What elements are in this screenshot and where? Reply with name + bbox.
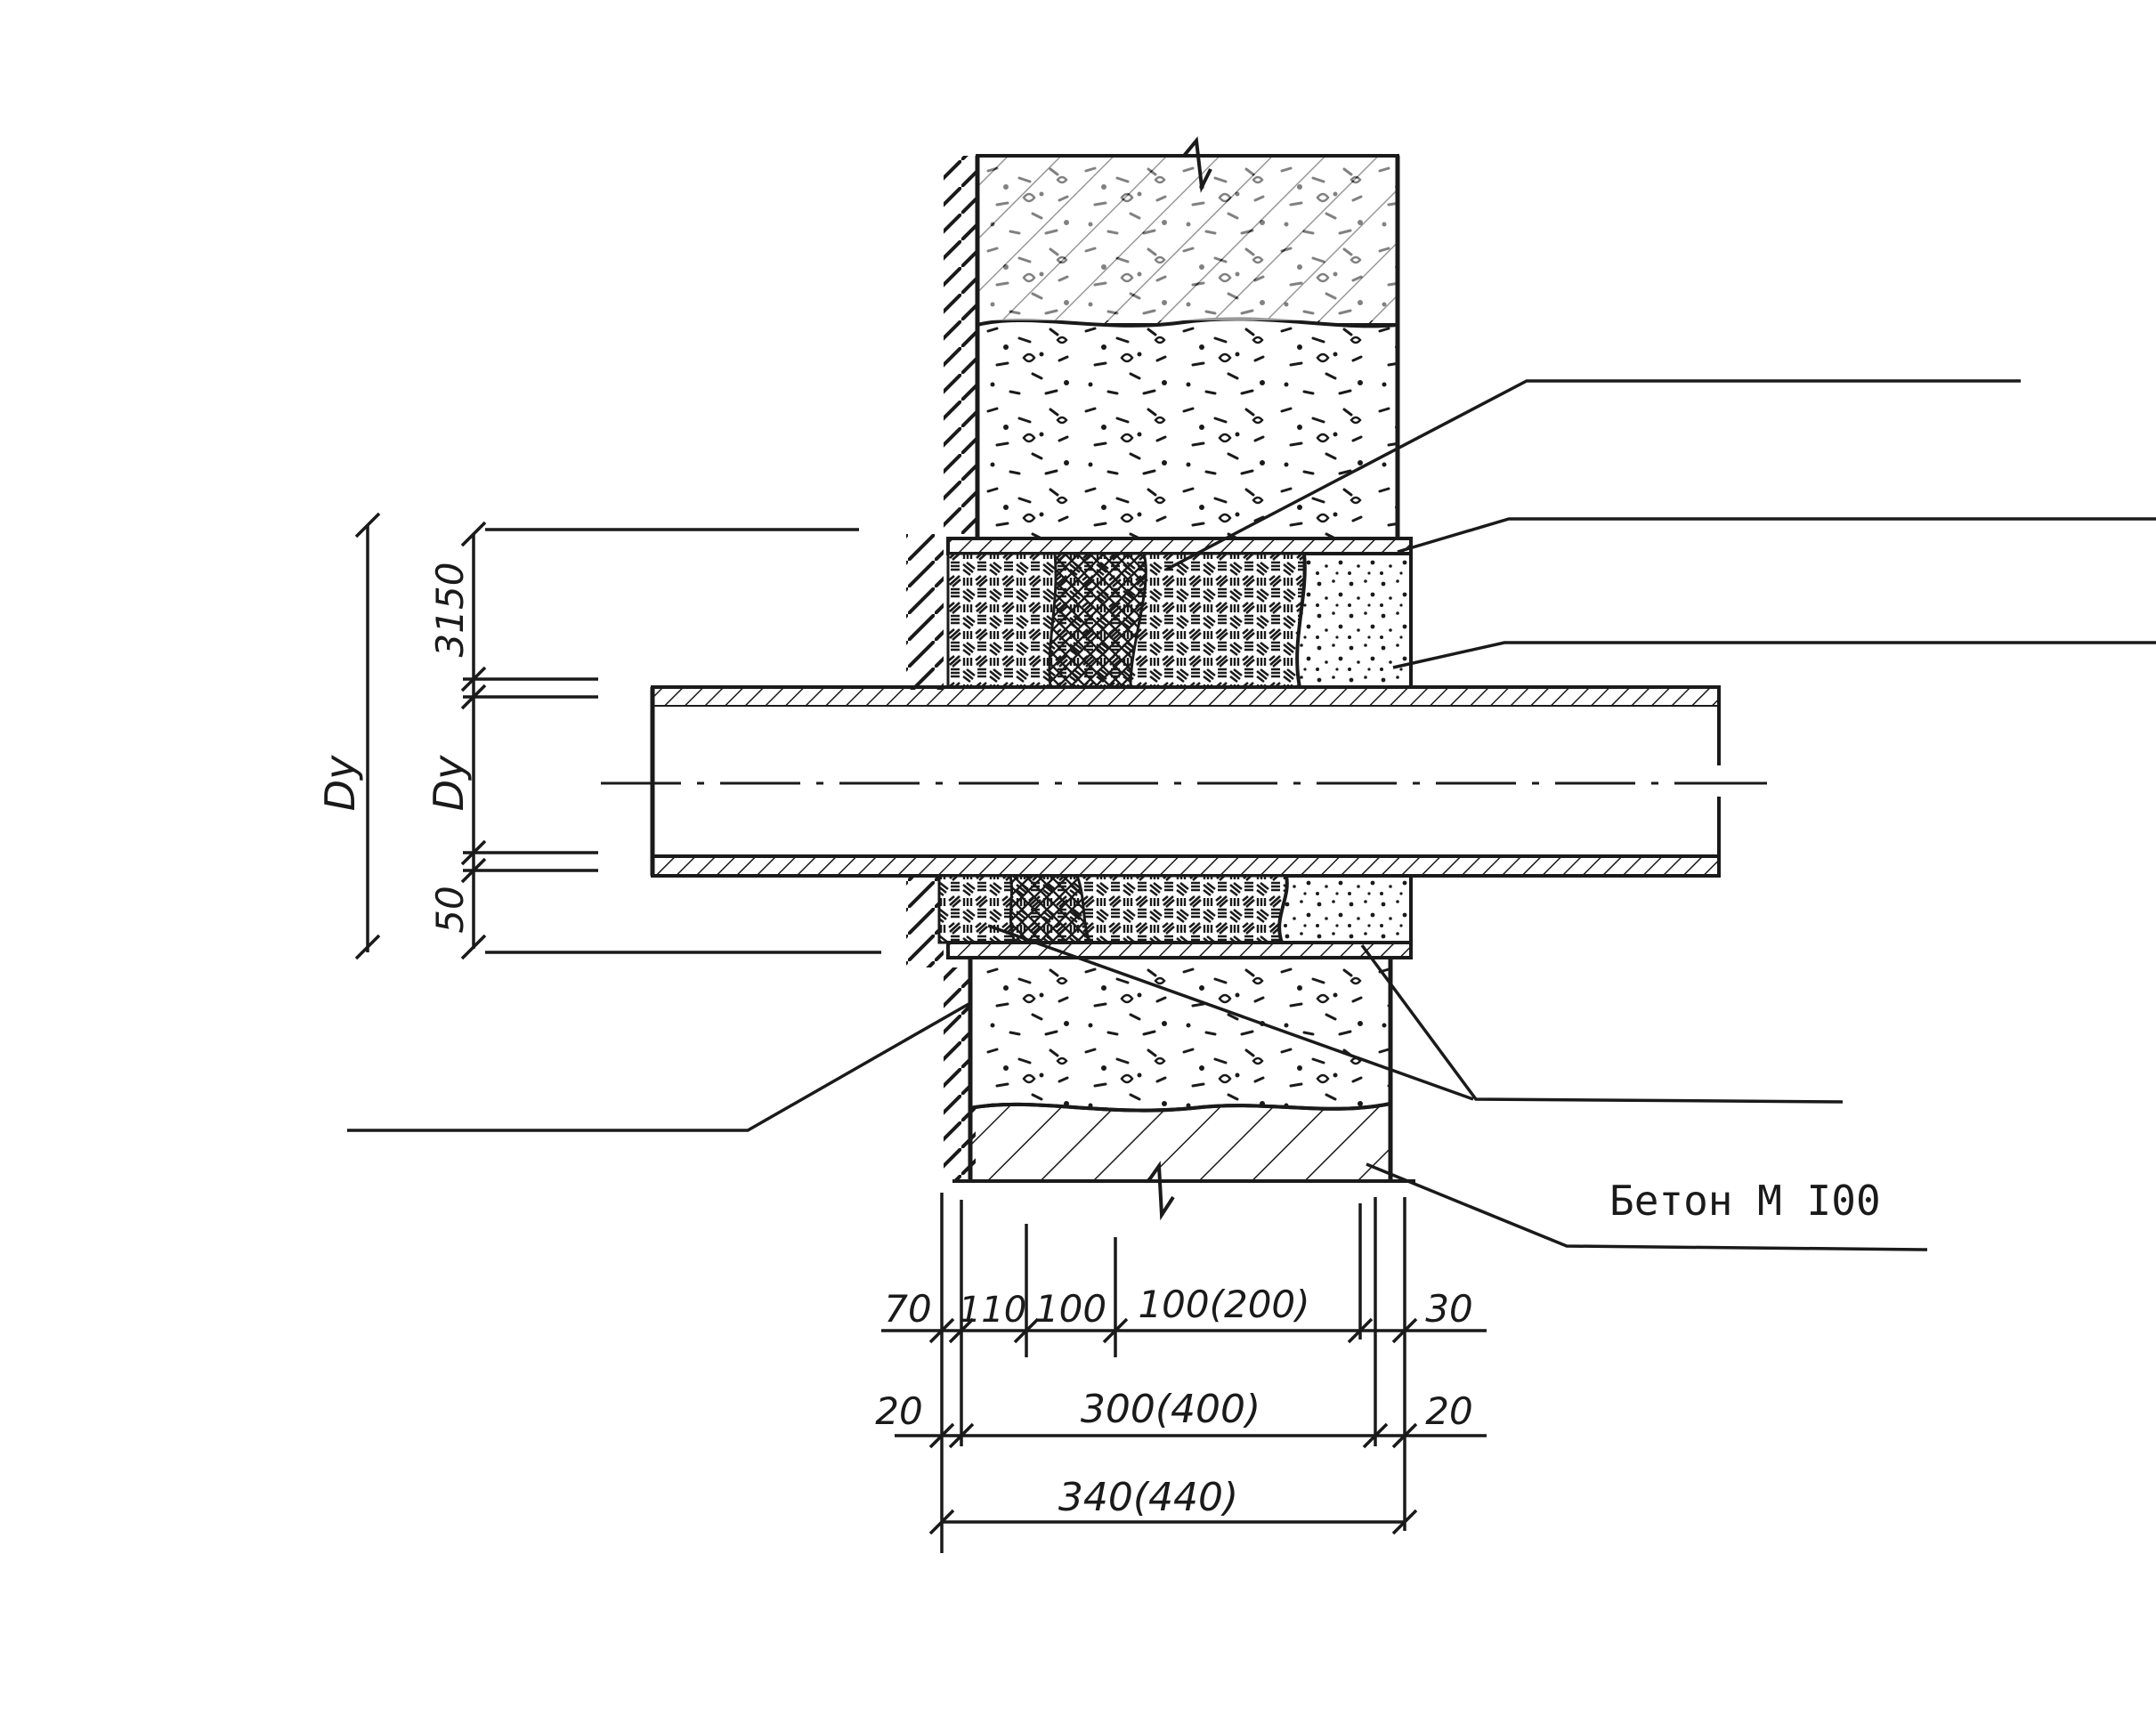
lower-hatched-layer — [969, 1101, 1392, 1183]
upper-hatched-overlay — [977, 156, 1398, 320]
packing-tarred-rope-lower — [1009, 874, 1093, 944]
leader-5a — [987, 924, 1474, 1101]
leader-6 — [1366, 1162, 1928, 1251]
packing-mortar-lower — [1277, 874, 1413, 944]
pipe-wall-top — [651, 685, 1721, 708]
leader-4 — [347, 1001, 971, 1132]
dim-row1-c: 100 — [1035, 1287, 1106, 1331]
leader-5b — [1360, 943, 1844, 1104]
wall-lower — [952, 956, 1415, 1221]
packing-upper — [946, 537, 1413, 689]
dim-pipe-diameter: Dy — [425, 755, 473, 811]
pipe — [601, 685, 1767, 878]
dim-row2-c: 20 — [1425, 1389, 1472, 1433]
sleeve-plate-top — [946, 537, 1413, 555]
upper-concrete-layer — [976, 317, 1399, 540]
wall-upper — [975, 136, 1400, 540]
dim-row1-d: 100(200) — [1138, 1283, 1309, 1326]
dim-row3: 340(440) — [1058, 1475, 1238, 1520]
horizontal-dimensions — [881, 1193, 1487, 1553]
dim-top-gap: 3150 — [428, 563, 472, 658]
dim-overall-height: Dy — [316, 755, 364, 811]
leader-1 — [1165, 379, 2021, 571]
dim-row1-a: 70 — [884, 1287, 931, 1331]
dim-row2-b: 300(400) — [1081, 1387, 1260, 1432]
lower-concrete-layer — [969, 956, 1392, 1113]
leader-2 — [1397, 517, 2156, 554]
packing-weave-lower — [937, 874, 1306, 944]
pipe-bore — [652, 707, 1719, 860]
break-mark-top — [1182, 136, 1212, 193]
vertical-dimensions — [354, 512, 598, 960]
material-label: Бетон М I00 — [1609, 1177, 1881, 1225]
dim-row2-a: 20 — [875, 1389, 922, 1433]
sleeve-plate-bottom — [946, 941, 1413, 959]
pipe-wall-bottom — [651, 854, 1721, 878]
leader-lines — [347, 379, 2156, 1251]
packing-lower — [937, 874, 1413, 959]
dim-row1-b: 110 — [959, 1290, 1026, 1331]
packing-tarred-rope-upper — [1048, 552, 1147, 689]
leader-3 — [1392, 641, 2156, 669]
break-mark-bottom — [1147, 1161, 1175, 1221]
dim-bottom-gap: 50 — [428, 886, 472, 933]
dim-row1-e: 30 — [1425, 1287, 1472, 1331]
